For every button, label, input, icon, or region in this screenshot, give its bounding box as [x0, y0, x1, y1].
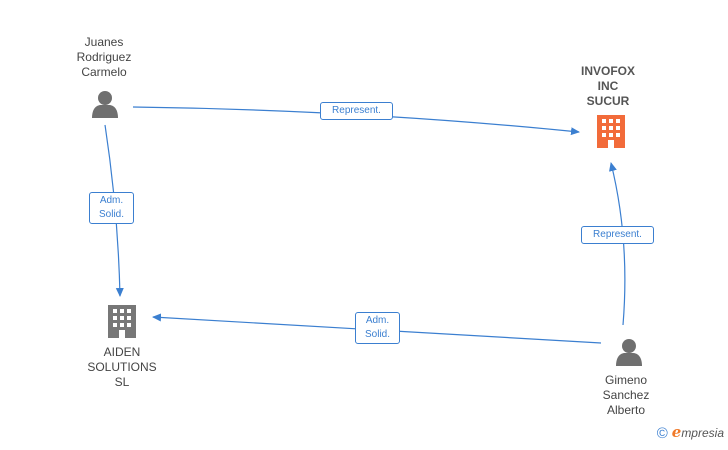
node-label-line: AIDEN — [103, 345, 141, 359]
brand-name: mpresia — [681, 426, 724, 440]
node-label-line: Carmelo — [81, 65, 127, 79]
node-label-line: Gimeno — [604, 373, 648, 387]
edge-label-line: Adm. — [365, 315, 390, 326]
node-label-line: SUCUR — [586, 94, 630, 108]
edge-label-represent[interactable]: Represent. — [581, 226, 654, 244]
copyright-icon: © — [656, 425, 668, 442]
edge-label-line: Represent. — [332, 105, 381, 116]
edge-label-adm-solid[interactable]: Adm. Solid. — [355, 312, 400, 344]
node-label-aiden[interactable]: AIDEN SOLUTIONS SL — [72, 345, 172, 390]
node-label-invofox[interactable]: INVOFOX INC SUCUR — [558, 64, 658, 109]
building-icon — [108, 305, 136, 338]
edge-gimeno-invofox — [609, 162, 626, 326]
node-label-line: Rodriguez — [76, 50, 132, 64]
node-label-line: Juanes — [84, 35, 124, 49]
edge-label-line: Solid. — [364, 329, 390, 340]
edge-label-line: Represent. — [593, 229, 642, 240]
node-label-line: Sanchez — [602, 388, 650, 402]
node-label-line: SOLUTIONS — [87, 360, 157, 374]
brand-watermark: ©empresia — [657, 423, 724, 442]
node-label-juanes[interactable]: Juanes Rodriguez Carmelo — [54, 35, 154, 80]
brand-initial: e — [671, 423, 682, 441]
node-label-line: INC — [597, 79, 619, 93]
person-icon — [92, 91, 118, 118]
node-label-gimeno[interactable]: Gimeno Sanchez Alberto — [576, 373, 676, 418]
edge-label-line: Adm. — [99, 195, 124, 206]
edge-label-line: Solid. — [98, 209, 124, 220]
node-label-line: Alberto — [606, 403, 646, 417]
edge-label-adm-solid[interactable]: Adm. Solid. — [89, 192, 134, 224]
person-icon — [616, 339, 642, 366]
building-icon — [597, 115, 625, 148]
node-label-line: SL — [114, 375, 130, 389]
node-label-line: INVOFOX — [580, 64, 635, 78]
edge-label-represent[interactable]: Represent. — [320, 102, 393, 120]
